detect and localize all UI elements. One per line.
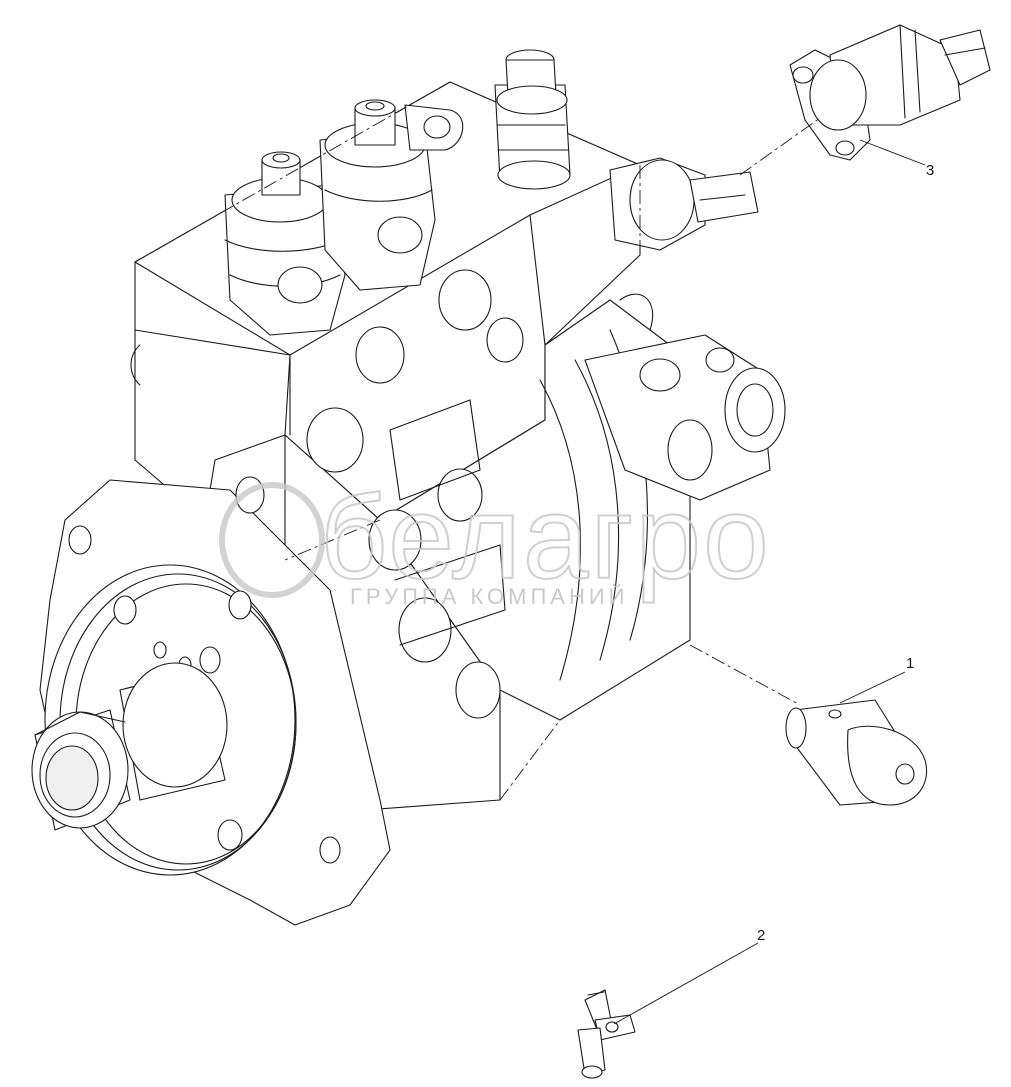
leader-line-2 — [613, 942, 759, 1025]
callout-1: 1 — [906, 655, 914, 672]
leader-line-3 — [859, 139, 926, 166]
watermark-brand: белагро — [320, 472, 771, 604]
assembly-line-part-1 — [689, 644, 801, 706]
leader-line-1 — [839, 671, 906, 704]
part-3-metering-valve — [789, 24, 991, 161]
pressure-relief-fitting — [494, 49, 571, 190]
callout-3: 3 — [926, 162, 934, 179]
assembly-line-part-3 — [739, 117, 821, 176]
watermark-tagline: ГРУППА КОМПАНИЙ — [350, 584, 629, 609]
hp-fitting-left — [224, 151, 346, 336]
hp-fitting-right — [319, 99, 464, 291]
watermark: белагро ГРУППА КОМПАНИЙ — [219, 471, 771, 609]
callout-2: 2 — [757, 927, 765, 944]
watermark-logo-icon — [219, 482, 325, 598]
metering-valve-port — [609, 157, 759, 251]
part-2-speed-sensor — [577, 989, 636, 1079]
fuel-pump-assembly — [31, 49, 786, 926]
part-1-sleeve — [785, 699, 928, 806]
